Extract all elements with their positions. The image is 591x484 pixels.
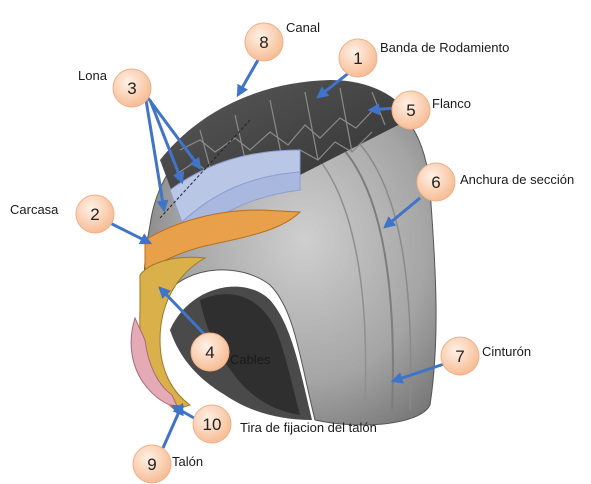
- badge-number: 7: [455, 347, 464, 366]
- label-canal: Canal: [286, 20, 320, 35]
- badge-number: 1: [353, 49, 362, 68]
- label-banda-de-rodamiento: Banda de Rodamiento: [380, 40, 509, 55]
- callout-badge-5: 5: [392, 91, 430, 129]
- callout-badge-6: 6: [417, 163, 455, 201]
- callout-badge-10: 10: [193, 405, 231, 443]
- label-lona: Lona: [78, 68, 108, 83]
- badge-number: 10: [203, 415, 222, 434]
- badge-number: 9: [147, 455, 156, 474]
- badge-number: 4: [205, 343, 214, 362]
- label-cinturon: Cinturón: [482, 344, 531, 359]
- callout-badge-8: 8: [245, 23, 283, 61]
- label-tira-de-fijacion: Tira de fijacion del talón: [240, 420, 377, 435]
- label-carcasa: Carcasa: [10, 202, 59, 217]
- arrow-8: [238, 60, 258, 95]
- callout-badge-7: 7: [441, 337, 479, 375]
- label-talon: Talón: [172, 454, 203, 469]
- callout-badge-4: 4: [191, 333, 229, 371]
- callout-badge-1: 1: [339, 39, 377, 77]
- tire-illustration: [131, 80, 436, 425]
- callout-badge-9: 9: [133, 445, 171, 483]
- arrow-2: [108, 222, 150, 243]
- badge-number: 6: [431, 173, 440, 192]
- badge-number: 2: [90, 205, 99, 224]
- arrow-9: [163, 405, 182, 448]
- label-cables: Cables: [230, 352, 271, 367]
- badge-number: 3: [127, 79, 136, 98]
- callout-badge-2: 2: [76, 195, 114, 233]
- badge-number: 5: [406, 101, 415, 120]
- label-anchura-de-seccion: Anchura de sección: [460, 172, 574, 187]
- badge-number: 8: [259, 33, 268, 52]
- label-flanco: Flanco: [432, 96, 471, 111]
- callout-badge-3: 3: [113, 69, 151, 107]
